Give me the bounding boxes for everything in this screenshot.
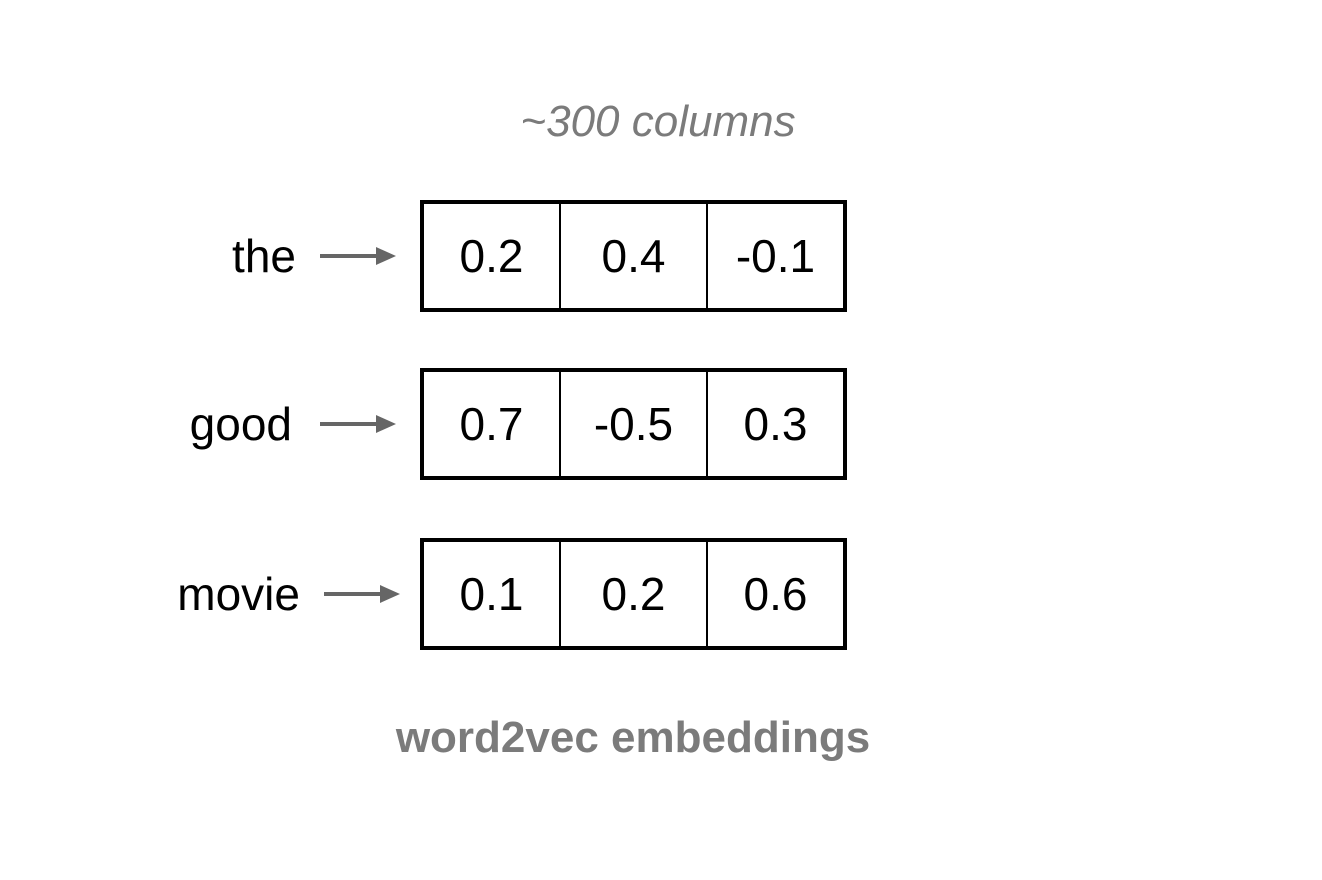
embedding-row-good: good 0.7 -0.5 0.3: [0, 368, 1322, 480]
vector-cell: 0.2: [424, 204, 561, 308]
vector-cell: -0.1: [735, 230, 816, 282]
vector-cell: -0.5: [561, 372, 708, 476]
embedding-vector: 0.7 -0.5 0.3: [420, 368, 847, 480]
embedding-vector: 0.1 0.2 0.6: [420, 538, 847, 650]
vector-cell: 0.1: [424, 542, 561, 646]
embedding-row-the: the 0.2 0.4 -0.1: [0, 200, 1322, 312]
embedding-row-movie: movie 0.1 0.2 0.6: [0, 538, 1322, 650]
vector-cell: 0.4: [561, 204, 708, 308]
word-label: good: [189, 398, 292, 450]
right-arrow-icon: [324, 585, 400, 603]
word-label: movie: [177, 568, 300, 620]
embedding-vector: 0.2 0.4 -0.1: [420, 200, 847, 312]
word-label: the: [232, 230, 296, 282]
vector-cell: 0.2: [561, 542, 708, 646]
right-arrow-icon: [320, 415, 396, 433]
vector-cell: 0.6: [743, 568, 808, 620]
diagram-title: word2vec embeddings: [395, 713, 871, 762]
vector-cell: 0.7: [424, 372, 561, 476]
vector-cell: 0.3: [743, 398, 808, 450]
columns-caption: ~300 columns: [520, 97, 796, 146]
right-arrow-icon: [320, 247, 396, 265]
